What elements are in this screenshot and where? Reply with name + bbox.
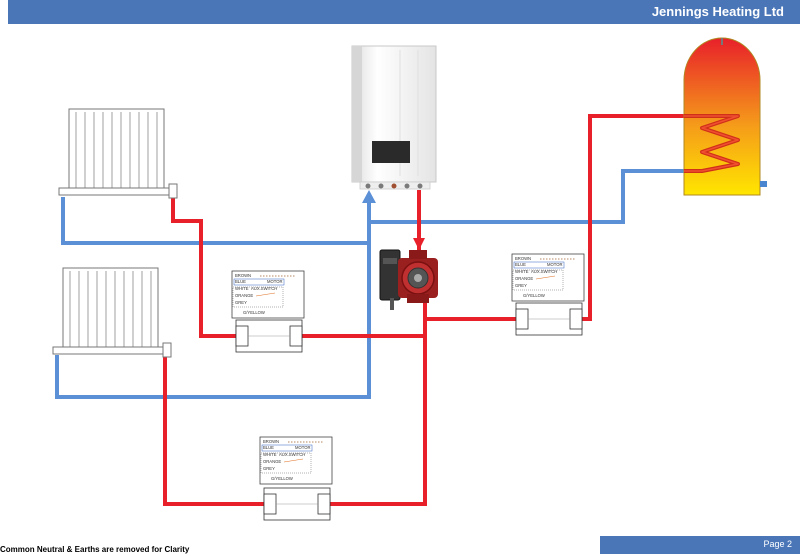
wire-label-gyellow: G/YELLOW [243, 310, 265, 315]
return-pipe-cylinder [369, 169, 684, 224]
wire-label-orange: ORANGE [263, 459, 281, 464]
wire-label-white: WHITE [515, 269, 529, 274]
header-bar: Jennings Heating Ltd [8, 0, 800, 24]
return-arrow-up-icon [362, 190, 376, 203]
company-name: Jennings Heating Ltd [651, 4, 784, 19]
wire-label-orange: ORANGE [235, 293, 253, 298]
wire-label-brown: BROWN [263, 439, 279, 444]
wire-label-blue: BLUE [235, 279, 246, 284]
wire-label-grey: GREY [263, 466, 275, 471]
wire-label-motor: MOTOR [295, 445, 311, 450]
return-pipe-radiator-1 [61, 197, 369, 245]
wire-label-brown: BROWN [235, 273, 251, 278]
wire-label-aux-switch: AUX.SWITCH [251, 286, 277, 291]
zone-valve-1: BROWN BLUE MOTOR WHITE AUX.SWITCH ORANGE… [231, 270, 305, 353]
page-number: Page 2 [763, 539, 792, 549]
flow-pipe-pump-valve1 [302, 300, 427, 338]
flow-pipe-valve3-radiator2 [163, 355, 264, 506]
radiator-1 [58, 108, 178, 199]
wire-label-gyellow: G/YELLOW [271, 476, 293, 481]
flow-pipes [163, 114, 684, 506]
wire-label-brown: BROWN [515, 256, 531, 261]
flow-pipe-valve2-cylinder [582, 114, 684, 321]
wire-label-blue: BLUE [263, 445, 274, 450]
wire-label-white: WHITE [235, 286, 249, 291]
boiler [351, 45, 437, 190]
flow-pipe-valve1-radiator1 [171, 197, 236, 338]
zone-valve-2: BROWN BLUE MOTOR WHITE AUX.SWITCH ORANGE… [511, 253, 585, 336]
wire-label-blue: BLUE [515, 262, 526, 267]
wire-label-white: WHITE [263, 452, 277, 457]
zone-valve-3: BROWN BLUE MOTOR WHITE AUX.SWITCH ORANGE… [259, 436, 333, 521]
return-pipe-radiator-2 [55, 200, 371, 399]
radiator-2 [52, 267, 172, 358]
wire-label-aux-switch: AUX.SWITCH [279, 452, 305, 457]
return-pipes [55, 169, 684, 399]
wire-label-grey: GREY [235, 300, 247, 305]
circulating-pump [379, 249, 438, 310]
wire-label-motor: MOTOR [547, 262, 563, 267]
page-number-bar: Page 2 [600, 536, 800, 554]
wire-label-orange: ORANGE [515, 276, 533, 281]
wire-label-gyellow: G/YELLOW [523, 293, 545, 298]
flow-arrow-down-icon [413, 238, 425, 250]
wire-label-motor: MOTOR [267, 279, 283, 284]
flow-pipe-pump-valve3 [330, 336, 427, 506]
wire-label-grey: GREY [515, 283, 527, 288]
hot-water-cylinder [683, 37, 767, 196]
wire-label-aux-switch: AUX.SWITCH [531, 269, 557, 274]
footer-note: Common Neutral & Earths are removed for … [0, 545, 190, 554]
